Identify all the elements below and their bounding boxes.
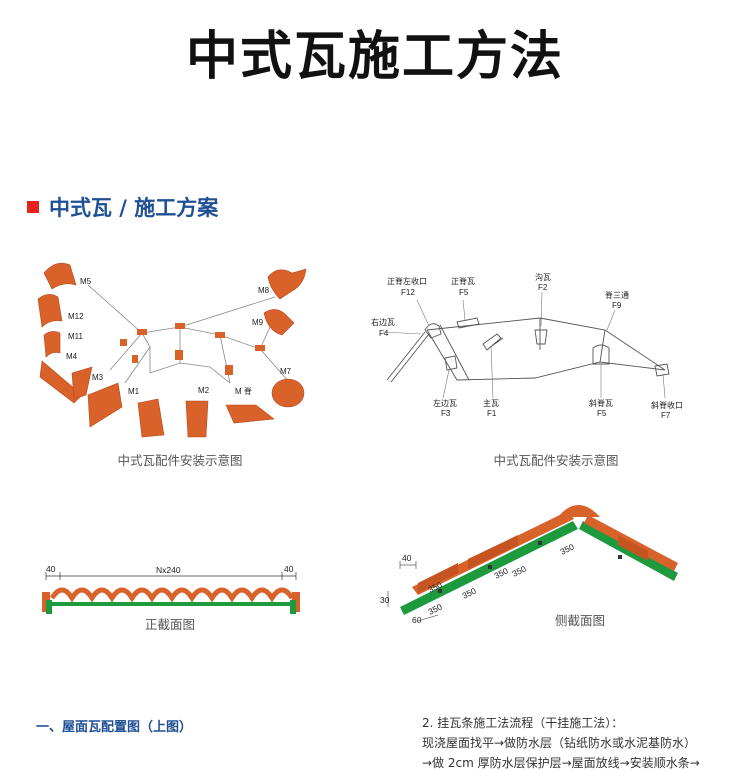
- label-f5a-name: 正脊瓦: [451, 276, 475, 286]
- side-dim-350-b: 350: [460, 585, 477, 600]
- front-section-caption: 正截面图: [144, 617, 195, 632]
- label-m7: M7: [280, 367, 292, 376]
- label-f9: F9: [612, 301, 622, 310]
- label-f7-name: 斜脊收口: [651, 400, 683, 410]
- process-line-2: →做 2cm 厚防水层保护层→屋面放线→安装顺水条→: [422, 756, 700, 770]
- process-line-1: 现浇屋面找平→做防水层（钻纸防水或水泥基防水）: [422, 736, 697, 750]
- right-diagram-caption: 中式瓦配件安装示意图: [493, 453, 619, 468]
- label-m1: M1: [128, 387, 140, 396]
- label-f3: F3: [441, 409, 451, 418]
- left-diagram-caption: 中式瓦配件安装示意图: [117, 453, 243, 468]
- section-header: 中式瓦 / 施工方案: [27, 192, 218, 222]
- label-f2: F2: [538, 283, 548, 292]
- section-marker: [27, 201, 39, 213]
- label-m12: M12: [68, 312, 84, 321]
- label-m-ridge: M 脊: [235, 386, 252, 396]
- label-f5a: F5: [459, 288, 469, 297]
- label-m5: M5: [80, 277, 92, 286]
- front-dim-left: 40: [46, 564, 56, 574]
- label-f5b: F5: [597, 409, 607, 418]
- label-f7: F7: [661, 411, 671, 420]
- label-f1-name: 主瓦: [483, 398, 499, 408]
- right-accessory-diagram: 正脊左收口 F12 正脊瓦 F5 沟瓦 F2 脊三通 F9 右边瓦 F4 左边瓦…: [371, 272, 683, 420]
- label-m3: M3: [92, 373, 104, 382]
- label-f4-name: 右边瓦: [371, 317, 395, 327]
- side-dim-40: 40: [402, 553, 412, 563]
- label-f12-name: 正脊左收口: [387, 276, 427, 286]
- side-dim-60: 60: [412, 615, 422, 625]
- label-m4: M4: [66, 352, 78, 361]
- side-dim-350-a: 350: [426, 601, 443, 616]
- label-m8: M8: [258, 286, 270, 295]
- label-f2-name: 沟瓦: [535, 272, 551, 282]
- side-dim-350-d: 350: [510, 563, 527, 578]
- label-f12: F12: [401, 288, 415, 297]
- left-accessory-diagram: M5 M8 M12 M9 M11 M4 M3 M1 M2 M 脊 M7: [37, 262, 307, 438]
- side-section-diagram: 40 30 60 350 350 350 350 350 350: [380, 505, 678, 625]
- label-f4: F4: [379, 329, 389, 338]
- side-section-caption: 侧截面图: [554, 613, 605, 628]
- layout-heading: 一、屋面瓦配置图（上图）: [36, 720, 193, 735]
- front-section-diagram: 40 Nx240 40: [42, 564, 300, 614]
- section-title: 中式瓦 / 施工方案: [49, 196, 219, 220]
- front-dim-middle: Nx240: [156, 565, 181, 575]
- label-f1: F1: [487, 409, 497, 418]
- front-tile-wave: [49, 587, 295, 603]
- side-dim-350-e: 350: [558, 541, 575, 556]
- front-dim-right: 40: [284, 564, 294, 574]
- side-dim-30: 30: [380, 595, 390, 605]
- label-f3-name: 左边瓦: [433, 398, 457, 408]
- label-f9-name: 脊三通: [605, 290, 629, 300]
- label-m9: M9: [252, 318, 264, 327]
- label-m11: M11: [68, 332, 84, 341]
- label-m2: M2: [198, 386, 210, 395]
- page-title: 中式瓦施工方法: [185, 27, 564, 87]
- label-f5b-name: 斜脊瓦: [589, 398, 613, 408]
- process-heading: 2. 挂瓦条施工法流程（干挂施工法）：: [422, 716, 624, 730]
